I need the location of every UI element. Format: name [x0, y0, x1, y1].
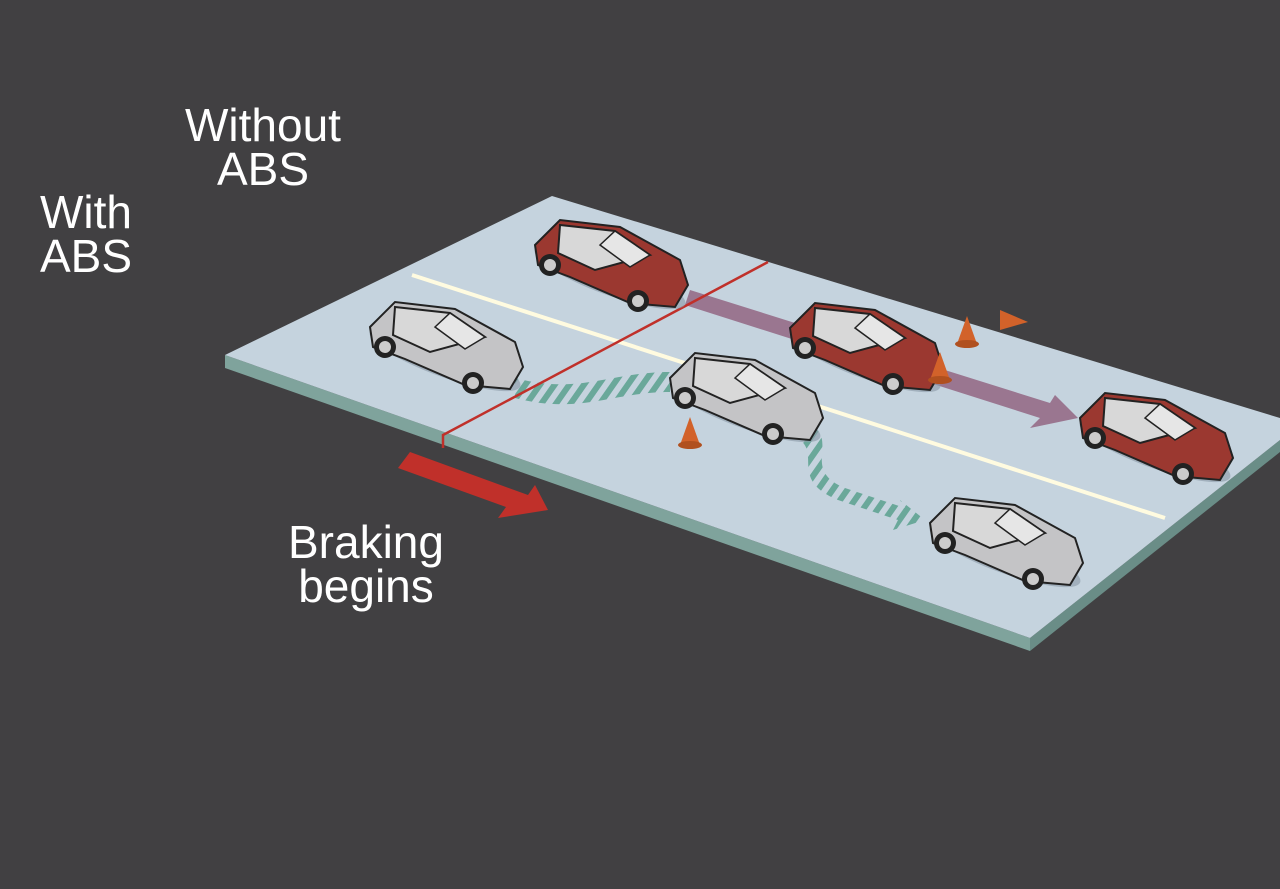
car-with-abs-start [368, 300, 525, 394]
braking-start-line [441, 260, 769, 448]
label-without-abs-line1: Without [185, 99, 341, 151]
car-without-abs-skidding [788, 301, 945, 395]
traffic-cone-icon [928, 352, 952, 384]
label-braking-line2: begins [298, 560, 434, 612]
label-without-abs: Without ABS [185, 99, 341, 195]
label-without-abs-line2: ABS [216, 143, 309, 195]
label-with-abs-line1: With [40, 186, 133, 238]
car-with-abs-swerving [668, 351, 825, 445]
label-braking-line1: Braking [288, 516, 444, 568]
abs-steering-path [515, 372, 925, 530]
fallen-cone-icon [1000, 310, 1028, 330]
braking-arrow [398, 452, 548, 518]
label-with-abs-line2: ABS [40, 230, 133, 282]
road-side-front [225, 355, 1030, 651]
car-without-abs-end [1078, 391, 1235, 485]
road-side-right [1030, 440, 1280, 651]
car-with-abs-end [928, 496, 1085, 590]
label-with-abs: With ABS [40, 186, 133, 282]
label-braking-begins: Braking begins [288, 516, 444, 612]
traffic-cone-icon [955, 316, 979, 348]
car-without-abs-start [533, 218, 690, 312]
traffic-cone-icon [678, 417, 702, 449]
